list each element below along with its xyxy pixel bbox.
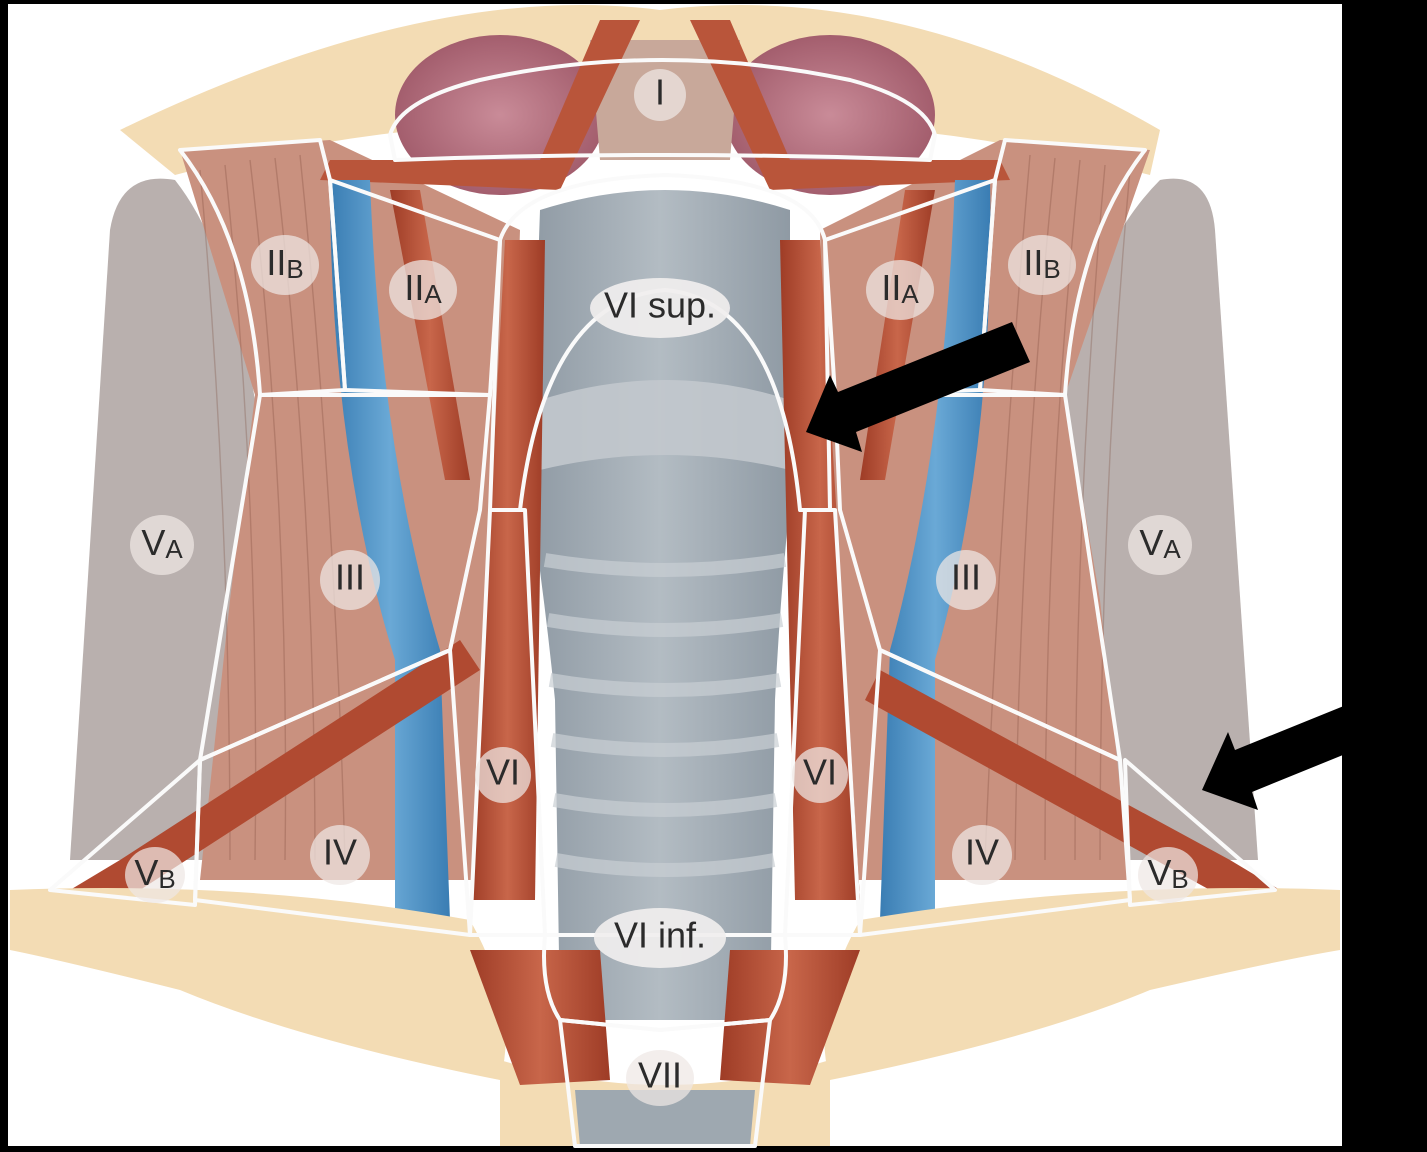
- label-level-IV-left: IV: [310, 825, 370, 885]
- svg-text:III: III: [335, 557, 365, 598]
- label-level-IIB-left: IIB: [251, 235, 319, 295]
- svg-text:III: III: [951, 557, 981, 598]
- svg-text:VI: VI: [803, 752, 837, 793]
- illustration-panel: I IIB IIA IIA IIB VI sup.: [8, 4, 1342, 1146]
- label-level-VA-right: VA: [1128, 515, 1192, 575]
- label-level-VB-right: VB: [1138, 847, 1198, 903]
- svg-text:VI inf.: VI inf.: [614, 915, 706, 956]
- label-level-III-left: III: [320, 550, 380, 610]
- label-level-IIB-right: IIB: [1008, 235, 1076, 295]
- svg-text:VI sup.: VI sup.: [604, 285, 716, 326]
- svg-text:I: I: [655, 72, 665, 113]
- svg-text:VII: VII: [638, 1055, 682, 1096]
- label-level-III-right: III: [936, 550, 996, 610]
- label-level-VII: VII: [626, 1050, 694, 1106]
- label-level-VI-inf: VI inf.: [594, 908, 726, 968]
- label-level-VI-right: VI: [792, 747, 848, 803]
- label-level-VB-left: VB: [125, 847, 185, 903]
- svg-text:VI: VI: [486, 752, 520, 793]
- svg-text:IV: IV: [323, 832, 357, 873]
- label-level-VA-left: VA: [130, 515, 194, 575]
- label-level-IIA-left: IIA: [389, 260, 457, 320]
- label-level-IV-right: IV: [952, 825, 1012, 885]
- label-level-I: I: [634, 69, 686, 121]
- label-level-VI-left: VI: [475, 747, 531, 803]
- label-level-IIA-right: IIA: [866, 260, 934, 320]
- label-level-VI-sup: VI sup.: [590, 278, 730, 338]
- svg-text:IV: IV: [965, 832, 999, 873]
